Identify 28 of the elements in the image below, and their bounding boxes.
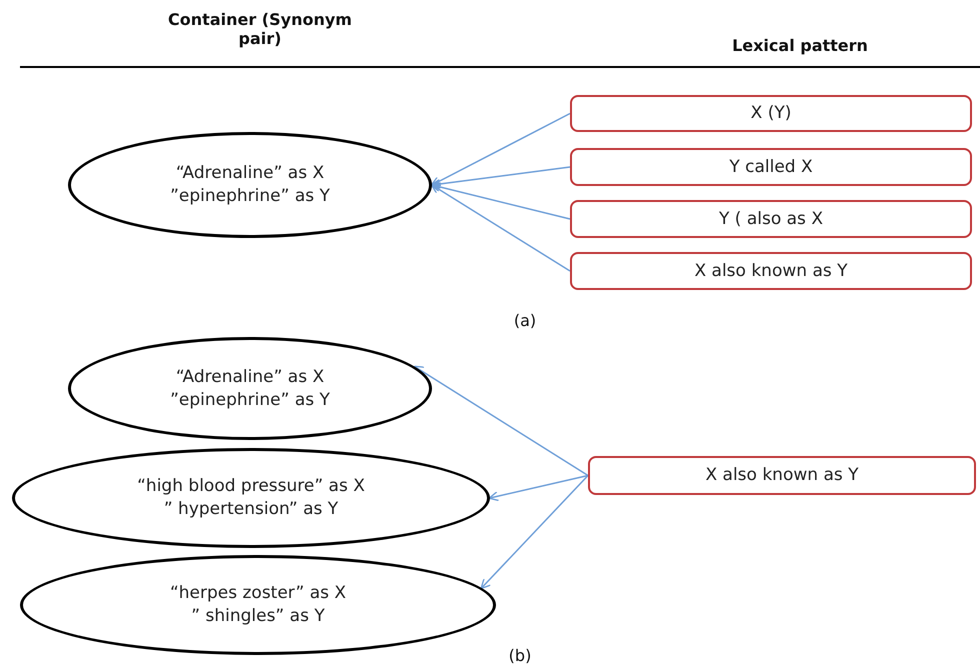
pattern-box [570, 252, 972, 290]
node-text: “herpes zoster” as X [170, 582, 346, 605]
node-text: “high blood pressure” as X [137, 475, 365, 498]
node-text: ”epinephrine” as Y [170, 185, 330, 208]
arrow [430, 184, 570, 272]
node-text: X also known as Y [694, 260, 848, 282]
node-text: “Adrenaline” as X [176, 162, 324, 185]
pattern-box [588, 456, 976, 495]
pattern-box [570, 200, 972, 238]
arrow [488, 474, 588, 502]
arrow [430, 182, 570, 220]
panel-label: (a) [512, 311, 538, 330]
node-text: Y ( also as X [719, 208, 823, 230]
node-text: “Adrenaline” as X [176, 366, 324, 388]
node-text: X (Y) [750, 102, 792, 125]
node-text: ” hypertension” as Y [164, 498, 338, 521]
column-heading: Lexical pattern [731, 36, 869, 55]
node-text: ” shingles” as Y [191, 605, 325, 628]
node-text: X also known as Y [705, 464, 859, 487]
node-text: Y called X [729, 156, 813, 178]
node-text: ”epinephrine” as Y [170, 388, 330, 412]
arrow [480, 474, 589, 590]
pattern-box [570, 95, 972, 132]
arrow [414, 366, 588, 476]
panel-label: (b) [508, 646, 532, 665]
arrow [430, 112, 570, 186]
pattern-box [570, 148, 972, 186]
column-heading: Container (Synonym pair) [167, 10, 353, 48]
